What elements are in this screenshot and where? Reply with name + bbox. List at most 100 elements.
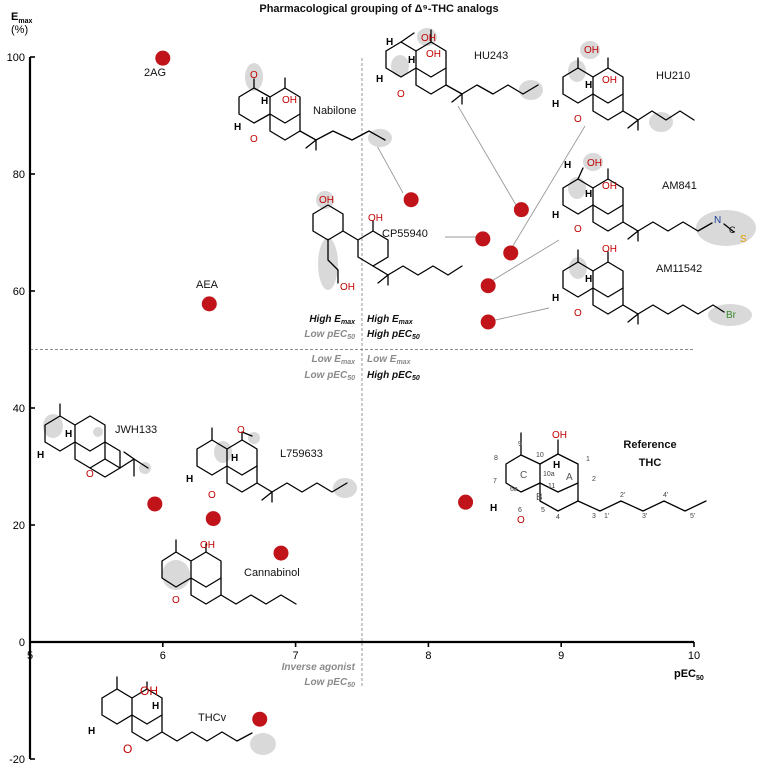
data-point-l759633[interactable] [205,511,221,527]
hu243-ring-o: O [397,89,405,100]
hu210-structure: OH OH O H H [552,41,695,132]
am841-structure: OH OH O H H H N C S [552,153,756,246]
hu243-gem-dimethyl [451,93,463,105]
am841-highlight-oh [583,153,603,171]
am841-ch2-oh: OH [587,158,602,169]
am11542-h-low: H [552,293,559,304]
x-tick-label: 7 [293,650,299,662]
data-point-thcv[interactable] [252,711,268,727]
thc-ring-letter-c: C [520,470,527,481]
y-tick-label: 0 [19,637,25,649]
quadrant-inverse-pec: Low pEC50 [304,677,355,689]
y-tick-label: 100 [7,52,25,64]
jwh133-h-mid: H [65,429,72,440]
nabilone-ketone-o: O [250,70,258,81]
x-axis-title-sub: 50 [696,675,704,682]
thc-num-6a: 6a [510,486,518,493]
jwh133-highlight-deoxy [93,427,103,437]
am11542-oh: OH [602,244,617,255]
l759633-highlight-methoxy [248,432,260,444]
label-l759633: L759633 [280,448,323,460]
thc-num-5p: 5' [690,513,695,520]
data-point-jwh133[interactable] [147,496,163,512]
hu210-gem-dimethyl [627,119,639,131]
nabilone-ring-a-left [269,87,301,124]
thc-h-6a: H [490,503,497,514]
l759633-h-mid: H [231,453,238,464]
label-jwh133: JWH133 [115,424,157,436]
label-cannabinol: Cannabinol [244,567,300,579]
cp55940-propanol [327,239,339,284]
thc-ring-letter-a: A [566,472,573,483]
nabilone-highlight-ketone [245,63,263,91]
am11542-structure: OH O H H Br [552,244,752,326]
thc-num-6: 6 [518,507,522,514]
hu210-ring-o: O [574,114,582,125]
jwh133-highlight-chain [139,462,151,474]
data-point-hu243[interactable] [513,202,529,218]
label-am11542: AM11542 [656,263,702,275]
thc-num-4: 4 [556,514,560,521]
data-point-hu210[interactable] [503,245,519,261]
thc-num-1: 1 [586,456,590,463]
hu243-ring-b [415,67,447,95]
am841-h-mid: H [585,189,592,200]
data-point-reference-thc[interactable] [458,494,474,510]
thcv-structure: OH O H H [88,676,276,756]
hu243-ch2-oh: OH [421,33,436,44]
data-point-aea[interactable] [201,296,217,312]
l759633-methoxy-bond [241,431,253,441]
data-point-cp55940[interactable] [475,231,491,247]
data-point-am11542[interactable] [480,314,496,330]
cp55940-phenol-oh: OH [368,213,383,224]
leader-lines [375,105,586,322]
thcv-ring-c [101,688,133,725]
data-point-nabilone[interactable] [403,192,419,208]
jwh133-ring-o: O [86,469,94,480]
hu243-ch2oh-bond [400,32,415,43]
thcv-ring-b [131,714,163,742]
hu243-h-top: H [386,37,393,48]
cp55940-cyclohexyl [312,204,344,241]
data-point-cannabinol[interactable] [273,545,289,561]
leader-am11542 [490,307,550,322]
am841-highlight-isothiocyanate [696,210,756,246]
thc-oh: OH [552,430,567,441]
data-point-2ag[interactable] [155,50,171,66]
am841-c-atom: C [729,225,736,235]
y-tick-label: 60 [13,286,25,298]
thc-ring-b [539,482,579,512]
y-tick-label: -20 [9,754,25,766]
l759633-ring-o: O [208,490,216,501]
x-axis-title: pEC50 [674,668,704,682]
quadrant-top-right-emax: High Emax [367,314,414,326]
cannabinol-chain [220,594,297,605]
data-points [147,50,529,727]
data-point-am841[interactable] [480,278,496,294]
quadrant-bottom-right-pec: High pEC50 [367,370,420,382]
am841-s-atom: S [740,234,747,245]
nabilone-ring-b [269,113,301,141]
thcv-ring-a [131,688,163,725]
am841-ring-o: O [574,224,582,235]
am11542-ring-a [592,261,624,298]
label-reference-thc: THC [639,457,662,469]
hu243-h-mid: H [408,55,415,66]
cannabinol-ring-o: O [172,595,180,606]
nabilone-oh: OH [282,95,297,106]
y-tick-label: 40 [13,403,25,415]
l759633-highlight-chain [333,478,357,498]
thcv-highlight-chain [250,733,276,755]
quadrant-bottom-left-pec: Low pEC50 [304,370,355,382]
quadrant-top-right-pec: High pEC50 [367,329,420,341]
hu243-structure: OH OH O H H H [376,28,543,105]
nabilone-highlight-chain [368,129,392,147]
am841-ch2oh-bond [577,167,584,180]
l759633-h-low: H [186,474,193,485]
cp55940-cyclohexyl-oh: OH [319,195,334,206]
cannabinol-ring-b [190,577,222,605]
hu210-h-mid: H [585,80,592,91]
am11542-chain [622,304,725,315]
hu210-highlight-oh [580,41,600,59]
